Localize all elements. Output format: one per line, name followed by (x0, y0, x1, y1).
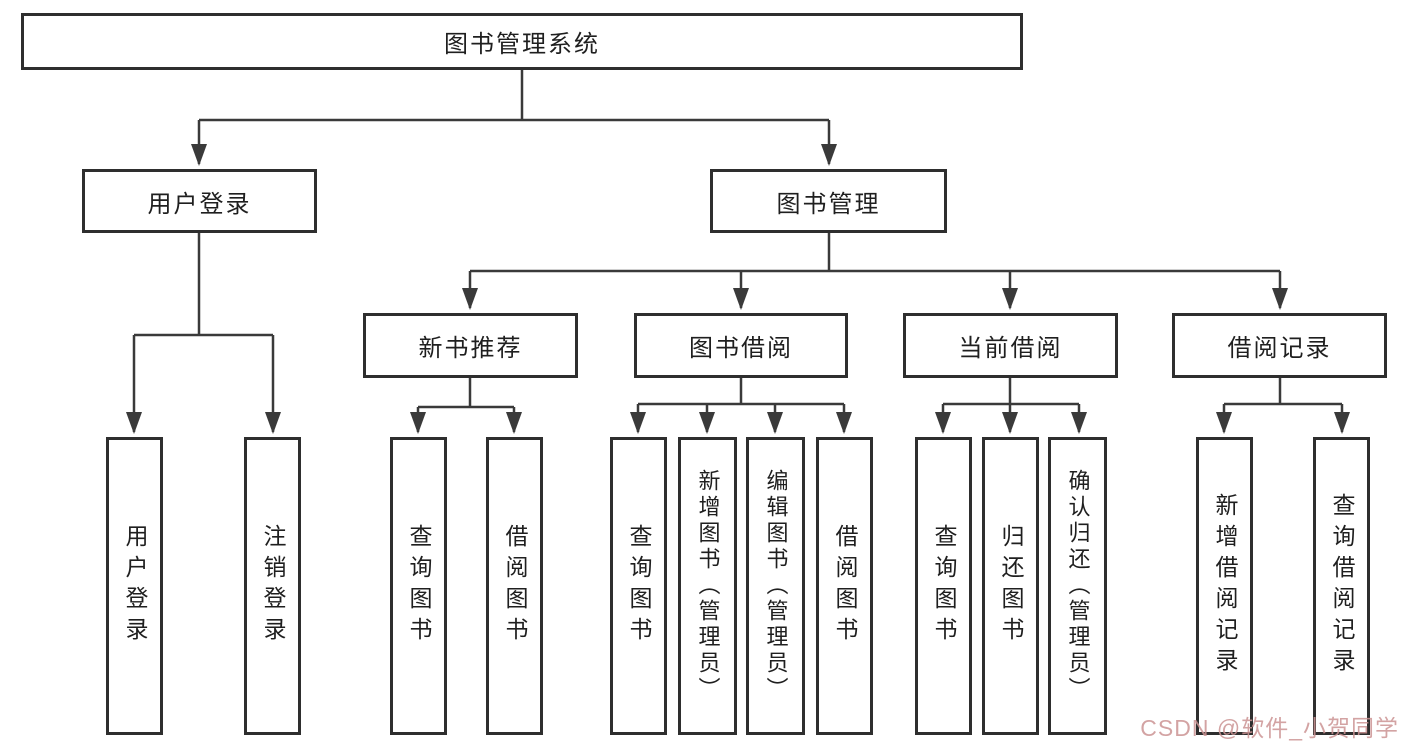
leaf-add-book-admin: 新增图书（管理员） (678, 437, 737, 735)
leaf-user-login: 用户登录 (106, 437, 163, 735)
node-borrow-records-label: 借阅记录 (1227, 335, 1332, 362)
leaf-borrow-book: 借阅图书 (816, 437, 873, 735)
leaf-query-borrow-record: 查询借阅记录 (1313, 437, 1370, 735)
node-book-management-label: 图书管理 (776, 190, 881, 218)
leaf-borrow-book-recommend-label: 借阅图书 (502, 524, 528, 648)
node-book-management: 图书管理 (710, 169, 947, 233)
leaf-borrow-book-recommend: 借阅图书 (486, 437, 543, 735)
leaf-logout: 注销登录 (244, 437, 301, 735)
node-new-book-recommend: 新书推荐 (363, 313, 578, 378)
leaf-query-book-current: 查询图书 (915, 437, 972, 735)
leaf-confirm-return-admin: 确认归还（管理员） (1048, 437, 1107, 735)
node-user-login-label: 用户登录 (147, 190, 252, 218)
leaf-return-book-label: 归还图书 (998, 524, 1024, 648)
leaf-user-login-label: 用户登录 (122, 524, 148, 648)
leaf-edit-book-admin-label: 编辑图书（管理员） (763, 469, 789, 703)
root-node-label: 图书管理系统 (444, 31, 600, 58)
leaf-query-book-recommend-label: 查询图书 (406, 524, 432, 648)
leaf-add-book-admin-label: 新增图书（管理员） (695, 469, 721, 703)
leaf-query-book-recommend: 查询图书 (390, 437, 447, 735)
node-current-borrow-label: 当前借阅 (958, 335, 1063, 362)
leaf-confirm-return-admin-label: 确认归还（管理员） (1065, 469, 1091, 703)
leaf-query-book-current-label: 查询图书 (931, 524, 957, 648)
leaf-query-book-borrow-label: 查询图书 (626, 524, 652, 648)
node-current-borrow: 当前借阅 (903, 313, 1118, 378)
node-book-borrow: 图书借阅 (634, 313, 848, 378)
leaf-borrow-book-label: 借阅图书 (832, 524, 858, 648)
leaf-add-borrow-record: 新增借阅记录 (1196, 437, 1253, 735)
leaf-return-book: 归还图书 (982, 437, 1039, 735)
node-new-book-recommend-label: 新书推荐 (418, 335, 523, 362)
csdn-watermark: CSDN @软件_小贺同学 (1140, 715, 1399, 741)
node-user-login: 用户登录 (82, 169, 317, 233)
leaf-logout-label: 注销登录 (260, 524, 286, 648)
root-node-library-system: 图书管理系统 (21, 13, 1023, 70)
node-borrow-records: 借阅记录 (1172, 313, 1387, 378)
leaf-edit-book-admin: 编辑图书（管理员） (746, 437, 805, 735)
node-book-borrow-label: 图书借阅 (689, 335, 793, 362)
leaf-query-book-borrow: 查询图书 (610, 437, 667, 735)
leaf-add-borrow-record-label: 新增借阅记录 (1212, 493, 1238, 679)
leaf-query-borrow-record-label: 查询借阅记录 (1329, 493, 1355, 679)
